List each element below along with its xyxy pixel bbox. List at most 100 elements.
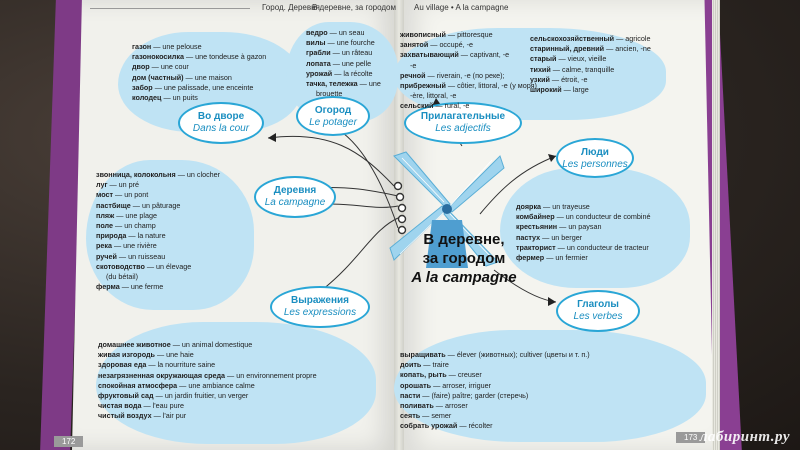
- vocab-ru: живописный: [400, 30, 446, 39]
- bubble-expressions: Выражения Les expressions: [270, 286, 370, 328]
- header-rule-left: [90, 8, 250, 9]
- vocab-ru: спокойная атмосфера: [98, 380, 178, 390]
- vocab-ru: выращивать: [400, 350, 446, 359]
- vocab-ru: собрать урожай: [400, 421, 458, 431]
- vocab-ru: доить: [400, 360, 422, 370]
- vocab-fr: calme, tranquille: [561, 64, 615, 74]
- vocab-fr: une plage: [125, 210, 157, 220]
- vocab-ru: захватывающий: [400, 50, 459, 60]
- vocab-ru: мост: [96, 190, 114, 200]
- vocab-fr: ancien, -ne: [615, 44, 651, 54]
- bubble-adjectives: Прилагательные Les adjectifs: [404, 102, 522, 144]
- vocab-entry: занятой — occupé, -e: [400, 40, 473, 50]
- vocab-ru: пастбище: [96, 200, 131, 210]
- header-left-title: Город. Деревня: [262, 3, 320, 12]
- vocab-fr: une rivière: [123, 241, 157, 251]
- bubble-village: Деревня La campagne: [254, 176, 336, 218]
- cloud-village: [86, 160, 254, 310]
- bubble-adjectives-ru: Прилагательные: [420, 111, 506, 122]
- vocab-entry: -ère, littoral, -e: [400, 91, 537, 101]
- page-number-left: 172: [54, 436, 84, 447]
- vocab-fr: captivant, -e: [470, 50, 510, 60]
- vocab-entry: сельскохозяйственный — agricole: [530, 34, 651, 43]
- vocab-entry: чистый воздух — l'air pur: [98, 411, 187, 421]
- vocab-entry: сеять — semer: [400, 411, 452, 421]
- watermark-labirint: лабиринт.ру: [699, 429, 790, 445]
- center-title-ru-1: В деревне,: [423, 231, 505, 248]
- vocab-fr: la nourriture saine: [157, 360, 216, 370]
- bubble-garden: Огород Le potager: [296, 96, 370, 136]
- vocab-entry: фруктовый сад — un jardin fruitier, un v…: [98, 391, 249, 401]
- vocab-ru: занятой: [400, 40, 429, 50]
- vocab-ru: звонница, колокольня: [96, 170, 176, 179]
- vocab-ru: двор: [132, 62, 150, 72]
- vocab-fr: un clocher: [186, 170, 221, 179]
- bubble-people-fr: Les personnes: [562, 159, 628, 170]
- vocab-fr: une palissade, une enceinte: [163, 82, 254, 92]
- vocab-entry: тракторист — un conducteur de tracteur: [516, 242, 649, 252]
- vocab-fr: une pelouse: [162, 42, 202, 51]
- vocab-fr: un râteau: [341, 48, 373, 58]
- vocab-ru: пастух: [516, 232, 541, 242]
- vocab-fr: large: [572, 85, 589, 95]
- vocab-fr: un environnement propre: [236, 370, 317, 380]
- vocab-fr: une maison: [194, 72, 232, 82]
- vocab-ru: крестьянин: [516, 222, 558, 232]
- bubble-expressions-ru: Выражения: [291, 295, 349, 306]
- page-number-right: 173: [676, 432, 706, 443]
- vocab-entry: прибрежный — côtier, littoral, -e (у мор…: [400, 81, 537, 91]
- vocab-fr: la nature: [137, 231, 166, 241]
- vocab-ru: вилы: [306, 38, 326, 48]
- vocab-entry: сельский — rural, -e: [400, 101, 470, 111]
- vocab-ru: пасти: [400, 390, 421, 400]
- header-mid-title: В деревне, за городом: [312, 3, 397, 12]
- vocab-entry: фермер — un fermier: [516, 253, 588, 263]
- vocab-entry: ферма — une ferme: [96, 282, 164, 292]
- vocab-ru: лопата: [306, 58, 331, 68]
- vocab-fr: un champ: [124, 221, 156, 231]
- vocab-fr: un pâturage: [141, 200, 181, 210]
- vocab-entry: крестьянин — un paysan: [516, 222, 602, 232]
- bubble-yard-fr: Dans la cour: [192, 123, 250, 134]
- vocab-fr: pittoresque: [457, 30, 493, 39]
- vocab-ru: домашнее животное: [98, 340, 171, 349]
- vocab-ru: старинный, древний: [530, 44, 605, 54]
- vocab-entry: поливать — arroser: [400, 401, 468, 411]
- vocab-fr: l'eau pure: [152, 401, 185, 411]
- center-title-ru-2: за городом: [422, 250, 506, 267]
- vocab-entry: газон — une pelouse: [132, 42, 202, 51]
- bubble-garden-fr: Le potager: [309, 117, 357, 128]
- vocab-entry: скотоводство — un élevage: [96, 261, 192, 271]
- vocab-fr: un fermier: [555, 253, 588, 263]
- vocab-ru: незагрязненная окружающая среда: [98, 370, 226, 380]
- vocab-ru: дом (частный): [132, 72, 184, 82]
- vocab-entry: грабли — un râteau: [306, 48, 373, 58]
- vocab-entry: урожай — la récolte: [306, 68, 373, 78]
- vocab-entry: тихий — calme, tranquille: [530, 64, 615, 74]
- vocab-entry: выращивать — élever (животных); cultiver…: [400, 350, 590, 359]
- vocab-ru: чистый воздух: [98, 411, 152, 421]
- vocab-list-expressions: домашнее животное — un animal domestique…: [98, 340, 317, 422]
- vocab-fr: un animal domestique: [181, 340, 253, 349]
- vocab-ru: копать, рыть: [400, 370, 447, 380]
- vocab-fr: arroser, irriguer: [442, 380, 492, 390]
- vocab-ru: грабли: [306, 48, 331, 58]
- vocab-entry: пастух — un berger: [516, 232, 583, 242]
- page-edges: [712, 0, 720, 450]
- vocab-ru: ручей: [96, 251, 117, 261]
- vocab-fr: un trayeuse: [552, 202, 590, 211]
- vocab-entry: старый — vieux, vieille: [530, 54, 607, 64]
- vocab-entry: домашнее животное — un animal domestique: [98, 340, 253, 349]
- vocab-ru: узкий: [530, 74, 550, 84]
- vocab-fr: arroser: [444, 401, 468, 411]
- vocab-ru: поливать: [400, 401, 434, 411]
- vocab-entry: здоровая еда — la nourriture saine: [98, 360, 216, 370]
- vocab-fr: semer: [431, 411, 452, 421]
- vocab-ru: колодец: [132, 93, 162, 103]
- vocab-entry: -e: [400, 61, 537, 71]
- vocab-fr: une haie: [166, 350, 194, 360]
- vocab-fr: -e: [410, 60, 417, 70]
